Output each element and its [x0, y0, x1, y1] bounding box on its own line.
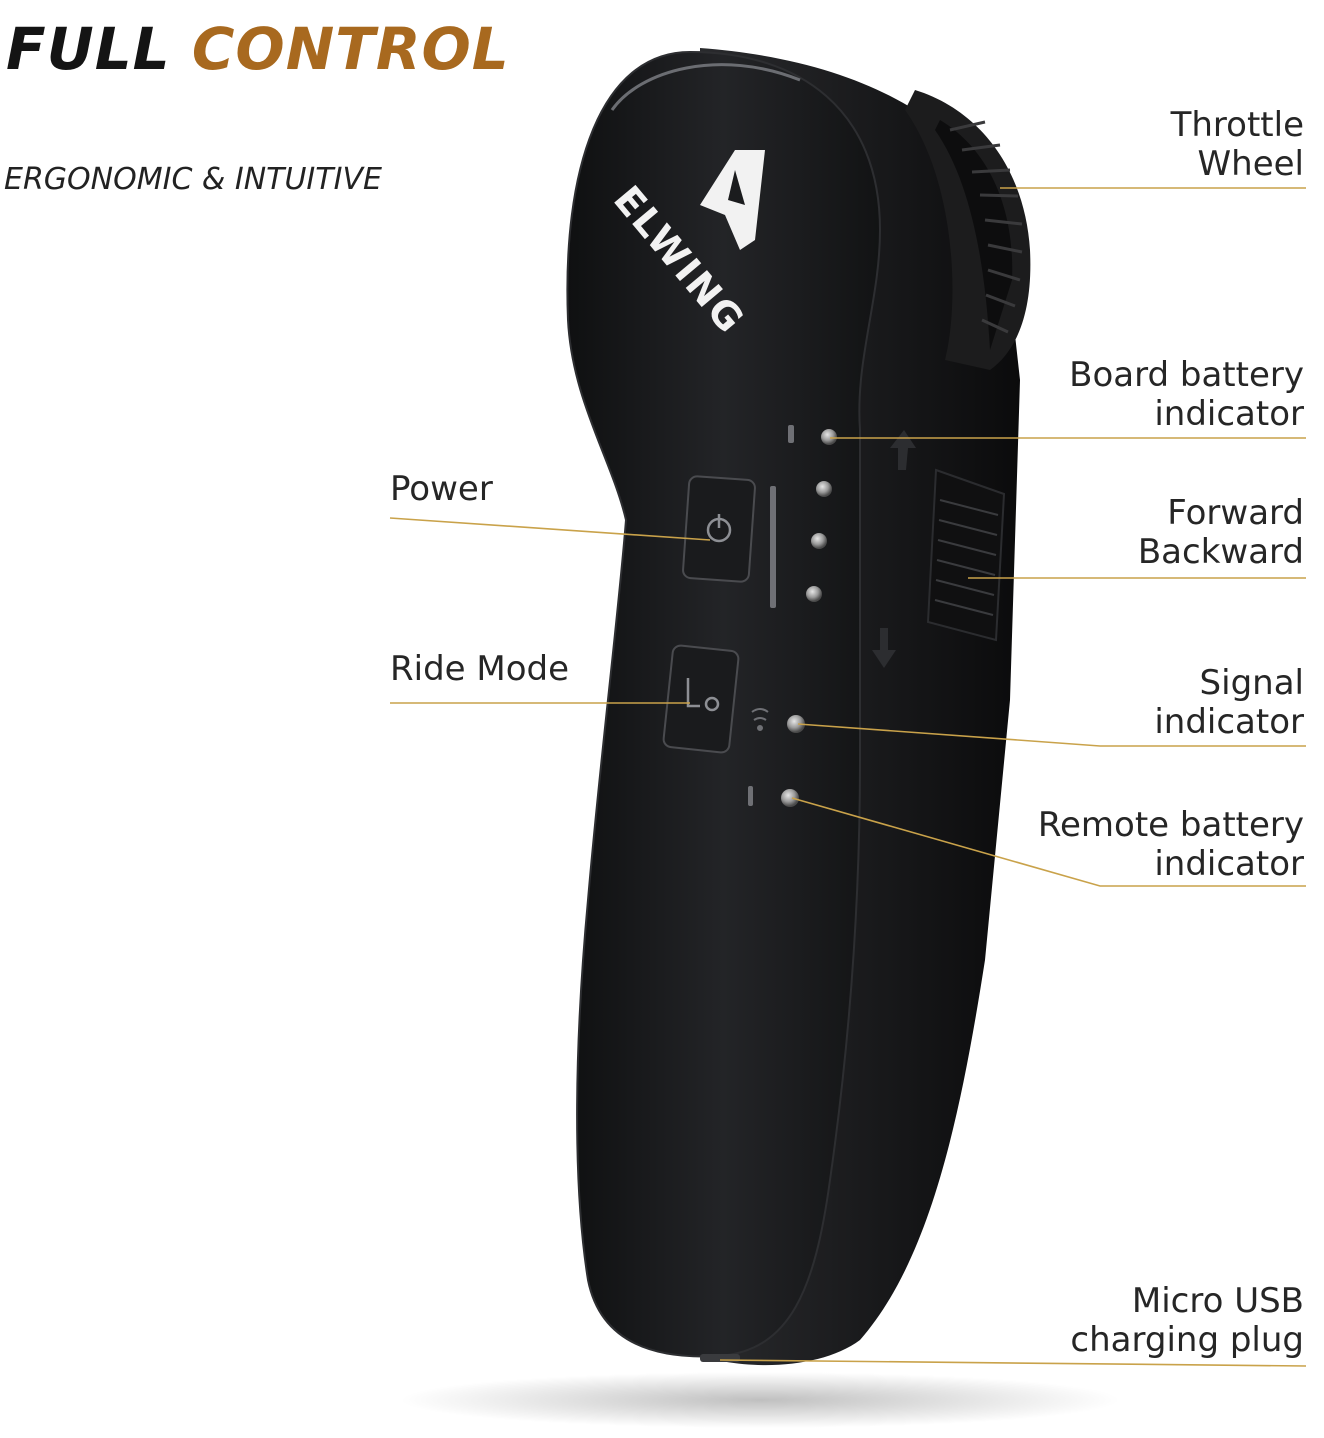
callout-signal-indicator: Signal indicator [1154, 664, 1304, 742]
callout-board-battery-line2: indicator [1154, 394, 1304, 434]
callout-remote-battery-line1: Remote battery [1037, 805, 1304, 845]
callout-power-line1: Power [390, 469, 493, 509]
headline: FULL CONTROL [6, 20, 510, 78]
callout-signal-line2: indicator [1154, 702, 1304, 742]
leader-remote-battery [791, 797, 1306, 887]
board-battery-led-3 [811, 533, 827, 549]
callout-power: Power [390, 470, 493, 509]
backward-arrow-icon [872, 628, 896, 668]
direction-switch[interactable] [926, 468, 1006, 642]
board-battery-led-1 [821, 429, 837, 445]
remote-battery-icon [748, 786, 753, 806]
ride-mode-button[interactable] [662, 644, 740, 754]
callout-signal-line1: Signal [1199, 663, 1304, 703]
headline-word-control: CONTROL [191, 15, 510, 83]
callout-usb-line1: Micro USB [1131, 1281, 1304, 1321]
ride-mode-icon [686, 678, 720, 712]
callout-ride-mode-line1: Ride Mode [390, 649, 570, 689]
remote-battery-led [781, 789, 799, 807]
callout-ride-mode: Ride Mode [390, 650, 569, 689]
callout-throttle-wheel: Throttle Wheel [1171, 106, 1304, 184]
board-battery-leds [806, 429, 837, 602]
callout-direction-line1: Forward [1167, 493, 1304, 533]
leader-usb [719, 1359, 1307, 1367]
throttle-wheel[interactable] [905, 90, 1031, 370]
device-shadow [400, 1372, 1120, 1428]
signal-icon [751, 708, 769, 731]
board-battery-led-2 [816, 481, 832, 497]
board-battery-scale-icon [770, 425, 794, 608]
callout-remote-battery: Remote battery indicator [1038, 806, 1304, 884]
callout-board-battery-line1: Board battery [1069, 355, 1304, 395]
board-battery-led-4 [806, 586, 822, 602]
callout-board-battery: Board battery indicator [1069, 356, 1304, 434]
forward-arrow-icon [890, 430, 916, 470]
subheadline: ERGONOMIC & INTUITIVE [4, 162, 382, 197]
signal-led [787, 715, 805, 733]
callout-throttle-line1: Throttle [1170, 105, 1304, 145]
device-top-highlight [610, 63, 801, 111]
callout-throttle-line2: Wheel [1197, 144, 1304, 184]
callout-remote-battery-line2: indicator [1154, 844, 1304, 884]
callout-forward-backward: Forward Backward [1138, 494, 1304, 572]
headline-word-full: FULL [6, 15, 171, 83]
power-button[interactable] [682, 475, 756, 583]
callout-usb-line2: charging plug [1070, 1320, 1304, 1360]
callout-direction-line2: Backward [1137, 532, 1304, 572]
callout-micro-usb: Micro USB charging plug [1070, 1282, 1304, 1360]
leader-signal [797, 723, 1306, 747]
leader-power [389, 517, 711, 541]
power-icon [706, 514, 732, 543]
